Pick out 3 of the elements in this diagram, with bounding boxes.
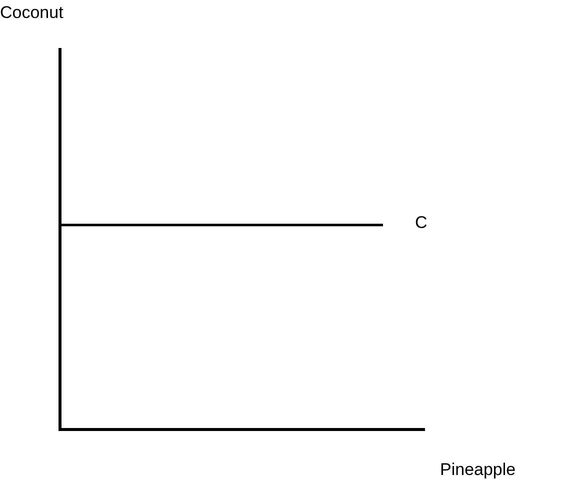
axis-label: Pineapple bbox=[440, 460, 516, 480]
axis-label: Coconut bbox=[0, 3, 64, 23]
curve-label: C bbox=[415, 213, 428, 233]
